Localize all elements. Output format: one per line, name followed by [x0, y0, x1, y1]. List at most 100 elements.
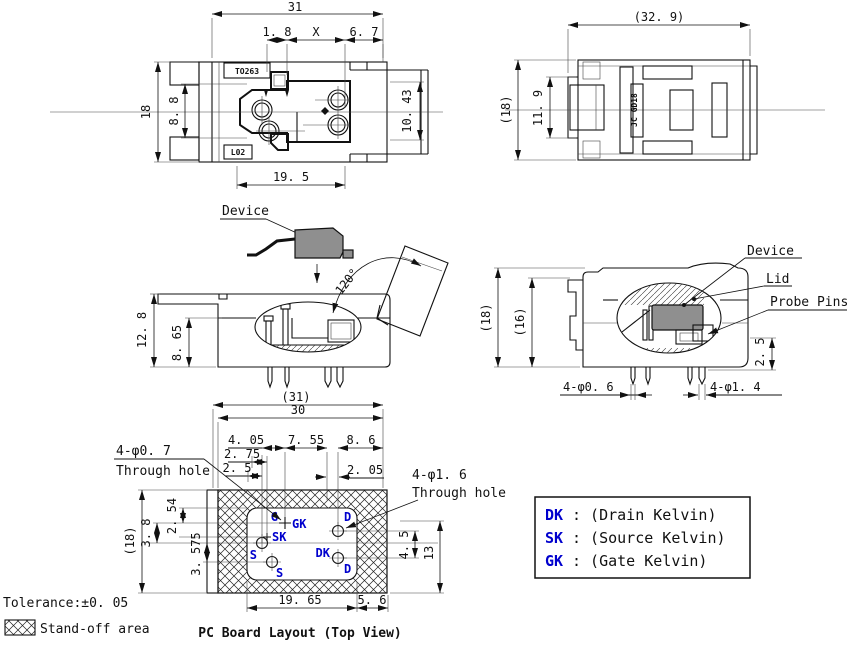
pin-label-d2: D: [344, 562, 351, 576]
hole-small-callout-1: 4-φ0. 7: [116, 444, 171, 459]
pcb-dimensions-top: (31) 30 4. 05 7. 55 8. 6 2. 75 2. 5 2. 0…: [212, 390, 384, 537]
top-view-dimensions: 31 1. 8 X 6. 7 18 8. 8 10. 43: [139, 0, 424, 189]
dim-f18: (18): [479, 304, 493, 333]
angle-arc: [332, 257, 422, 314]
standoff-legend-icon: [4, 619, 36, 636]
dim-6-7: 6. 7: [350, 25, 379, 39]
dim-11-9: 11. 9: [531, 90, 545, 126]
device-shape: [294, 227, 344, 259]
latch: [567, 279, 583, 351]
mark-jc-gd18: JC GD18: [630, 93, 639, 127]
hole-large-callout-1: 4-φ1. 6: [412, 468, 467, 483]
dim-19-65: 19. 65: [278, 593, 321, 607]
dim-31: 31: [288, 0, 302, 14]
side-view-internal: [256, 303, 360, 352]
dim-2-75: 2. 75: [224, 447, 260, 461]
front-view-leaders: Device Lid Probe Pins: [682, 244, 848, 335]
pin-label-s1: S: [250, 548, 257, 562]
device-leader-label: Device: [747, 244, 794, 259]
pin-label-dk: DK: [316, 546, 331, 560]
top-view-cavity: [239, 71, 351, 151]
rear-view-dimensions: (32. 9) (18) 11. 9: [499, 10, 751, 161]
dim-18: 18: [139, 105, 153, 119]
pin: [630, 367, 636, 386]
dim-12-8: 12. 8: [135, 312, 149, 348]
dim-p31: (31): [282, 390, 311, 404]
pin: [267, 367, 273, 389]
dim-13: 13: [422, 546, 436, 560]
pin-label-d1: D: [344, 510, 351, 524]
dim-10-43: 10. 43: [400, 89, 414, 132]
mark-to263: TO263: [235, 67, 259, 76]
dim-8-65: 8. 65: [170, 325, 184, 361]
dim-2-5: 2. 5: [753, 338, 767, 367]
dim-3-8: 3. 8: [139, 519, 153, 548]
dim-5-6: 5. 6: [358, 593, 387, 607]
dim-2-05: 2. 05: [347, 463, 383, 477]
pcb-dimensions-bottom: 19. 65 5. 6: [246, 582, 389, 612]
dim-3-575: 3. 575: [189, 532, 203, 575]
dim-r18: (18): [499, 96, 513, 125]
pcb-caption: PC Board Layout (Top View): [198, 626, 402, 641]
pin: [698, 367, 706, 386]
pin-label-gk: GK: [292, 517, 307, 531]
dim-7-55: 7. 55: [288, 433, 324, 447]
dim-1-8: 1. 8: [263, 25, 292, 39]
pin-label-sk: SK: [272, 530, 287, 544]
hole-large-callout-2: Through hole: [412, 486, 506, 501]
tolerance-note: Tolerance:±0. 05: [3, 596, 128, 611]
dim-hole-0-6: 4-φ0. 6: [563, 380, 614, 394]
legend-desc-dk: : (Drain Kelvin): [572, 506, 717, 524]
dim-19-5: 19. 5: [273, 170, 309, 184]
dim-8-8: 8. 8: [167, 97, 181, 126]
top-view-contacts: [50, 86, 443, 145]
front-view: Device Lid Probe Pins (18) (16) 2. 5 4-φ…: [479, 244, 848, 400]
pin: [324, 367, 332, 389]
legend-abbr-dk: DK: [545, 506, 563, 524]
dim-p2-5: 2. 5: [223, 461, 252, 475]
top-view: TO263 L02 31 1. 8 X 6. 7 18 8: [50, 0, 443, 189]
probe-pins-leader-label: Probe Pins: [770, 295, 848, 310]
pin: [284, 367, 290, 389]
hole-g-gk: [279, 517, 291, 529]
legend-desc-sk: : (Source Kelvin): [572, 529, 726, 547]
pin-label-s2: S: [276, 566, 283, 580]
dim-p18: (18): [123, 527, 137, 556]
lid-open-shape: [376, 245, 449, 337]
dim-30: 30: [291, 403, 305, 417]
mark-l02: L02: [231, 148, 246, 157]
pcb-dimensions-left: (18) 3. 8 2. 54 3. 575: [123, 489, 279, 594]
dim-4-05: 4. 05: [228, 433, 264, 447]
side-view: Device: [135, 204, 449, 389]
side-view-device-above: Device: [220, 204, 354, 283]
pin: [645, 367, 651, 386]
side-view-dimensions: 12. 8 8. 65: [135, 293, 222, 368]
rear-view-outline: JC GD18: [505, 59, 825, 161]
legend-abbr-sk: SK: [545, 529, 563, 547]
dim-f16: (16): [513, 308, 527, 337]
pin: [687, 367, 693, 386]
dim-hole-1-4: 4-φ1. 4: [710, 380, 761, 394]
side-view-body: [157, 293, 391, 389]
pcb-dimensions-right: 4. 5 13: [344, 520, 444, 594]
front-view-body: [567, 262, 749, 386]
pcb-layout: G GK SK S S D DK D (31) 30 4. 05 7. 55 8…: [114, 390, 506, 641]
dim-8-6: 8. 6: [347, 433, 376, 447]
drawing-notes: Tolerance:±0. 05 Stand-off area: [3, 596, 150, 637]
standoff-note: Stand-off area: [40, 622, 150, 637]
hole-small-callout-2: Through hole: [116, 464, 210, 479]
legend-desc-gk: : (Gate Kelvin): [572, 552, 707, 570]
device-label: Device: [222, 204, 269, 219]
front-view-dimensions: (18) (16) 2. 5 4-φ0. 6 4-φ1. 4: [479, 267, 782, 400]
dim-x: X: [312, 25, 320, 39]
top-view-marks: TO263 L02: [223, 62, 271, 160]
legend-abbr-gk: GK: [545, 552, 563, 570]
dim-32-9: (32. 9): [634, 10, 685, 24]
dim-4-5: 4. 5: [397, 531, 411, 560]
device-shape: [651, 304, 704, 331]
pin: [336, 367, 344, 389]
lid-leader-label: Lid: [766, 272, 789, 287]
rear-view: JC GD18 (32. 9) (18) 11. 9: [499, 10, 825, 161]
